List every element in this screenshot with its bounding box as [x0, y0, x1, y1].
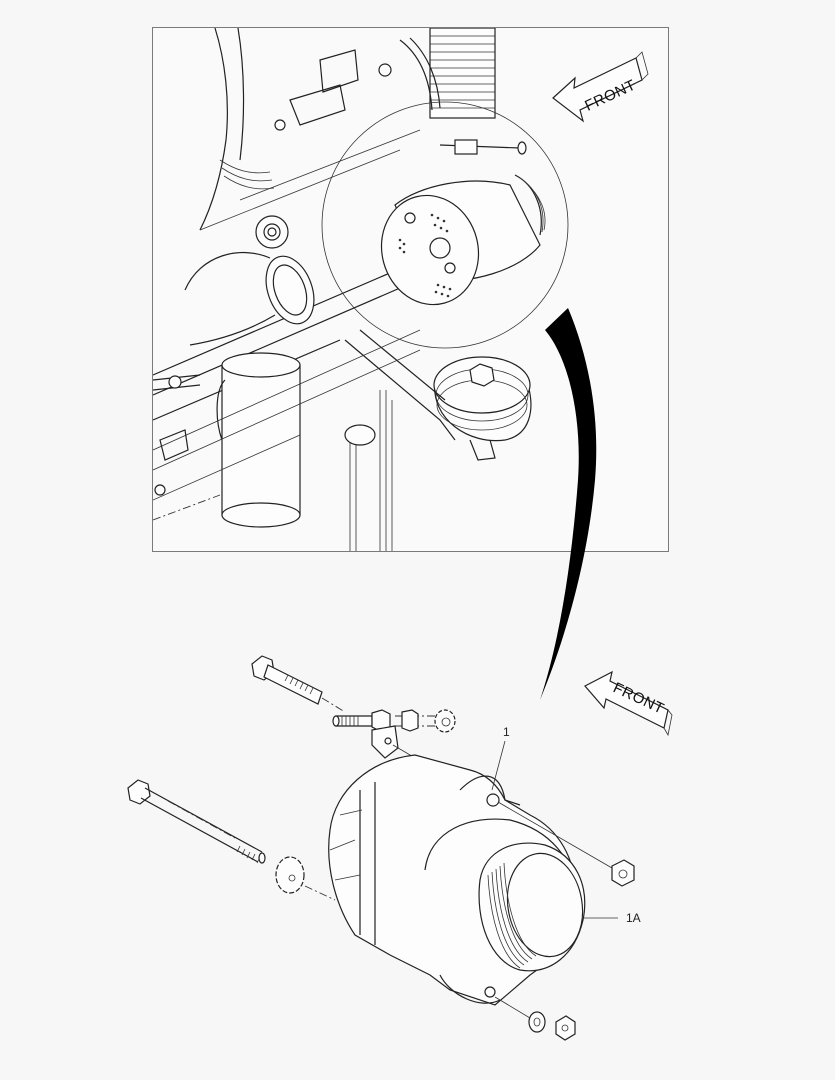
- oil-filter: [216, 352, 301, 528]
- front-arrow-lower: FRONT: [584, 670, 673, 737]
- magnify-circle: [321, 101, 569, 349]
- magnify-leader: [540, 308, 597, 700]
- callout-1: 1: [503, 725, 510, 739]
- upper-nut: [611, 859, 635, 887]
- callout-1-leader: [491, 740, 506, 791]
- tensioner-pulley: [433, 356, 532, 461]
- engine-inset-artwork: [153, 28, 569, 551]
- long-bolt: [127, 779, 266, 864]
- lock-washer: [528, 1011, 546, 1033]
- callout-1a: 1A: [626, 911, 641, 925]
- alternator: [328, 754, 613, 1019]
- inset-alternator: [380, 174, 546, 306]
- lower-nut: [555, 1015, 576, 1041]
- upper-bolt: [251, 655, 346, 713]
- front-arrow-inset: FRONT: [552, 51, 649, 123]
- pulley-1a: [478, 842, 586, 972]
- spacer-washer: [275, 856, 336, 901]
